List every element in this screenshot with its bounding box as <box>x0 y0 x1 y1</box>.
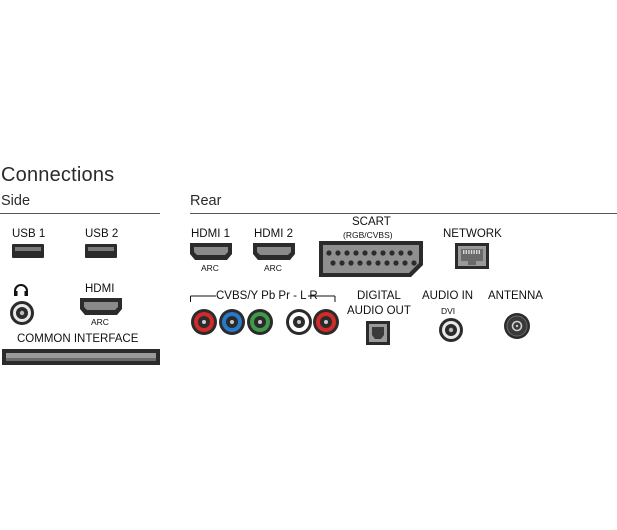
scart-pin <box>357 260 363 266</box>
scart-pin <box>380 250 386 256</box>
hdmi2-label: HDMI 2 <box>254 228 293 240</box>
scart-pin <box>362 250 368 256</box>
network-label: NETWORK <box>443 228 502 240</box>
audio-in-label: AUDIO IN <box>422 290 474 302</box>
audio-in-jack-icon <box>439 318 463 342</box>
rca-red-jack-icon <box>191 309 217 335</box>
digital-audio-out-label-line1: DIGITAL <box>357 290 401 302</box>
scart-pin <box>384 260 390 266</box>
scart-pin <box>407 250 413 256</box>
side-heading: Side <box>1 193 31 209</box>
rear-heading: Rear <box>190 193 222 209</box>
rear-divider <box>190 213 617 214</box>
scart-pin <box>348 260 354 266</box>
rca-blue-jack-icon <box>219 309 245 335</box>
scart-sub-label: (RGB/CVBS) <box>343 230 393 240</box>
hdmi1-label: HDMI 1 <box>191 228 230 240</box>
antenna-port-icon <box>504 313 530 339</box>
rca-white-jack-icon <box>286 309 312 335</box>
antenna-label: ANTENNA <box>488 290 543 302</box>
digital-audio-out-label-line2: AUDIO OUT <box>347 305 411 317</box>
common-interface-label: COMMON INTERFACE <box>17 333 139 345</box>
common-interface-slot-icon <box>2 349 160 365</box>
hdmi2-arc-label: ARC <box>264 263 282 273</box>
scart-pin <box>389 250 395 256</box>
scart-pin <box>353 250 359 256</box>
cvbs-label: CVBS/Y Pb Pr - L R <box>216 290 318 302</box>
side-divider <box>0 213 160 214</box>
scart-pin <box>398 250 404 256</box>
scart-pin <box>366 260 372 266</box>
cvbs-bracket <box>190 295 336 302</box>
usb2-label: USB 2 <box>85 228 119 240</box>
scart-port-icon <box>319 241 423 277</box>
hdmi1-port-icon <box>190 243 232 260</box>
optical-port-icon <box>366 321 390 345</box>
hdmi2-port-icon <box>253 243 295 260</box>
scart-pin <box>339 260 345 266</box>
page-title: Connections <box>1 164 115 186</box>
network-port-icon <box>455 243 489 269</box>
scart-label: SCART <box>352 216 391 228</box>
rca-jacks <box>191 309 339 335</box>
usb2-port-icon <box>85 244 117 258</box>
scart-pin <box>393 260 399 266</box>
scart-pin <box>330 260 336 266</box>
side-hdmi-port-icon <box>80 298 122 315</box>
hdmi1-arc-label: ARC <box>201 263 219 273</box>
scart-pin <box>411 260 417 266</box>
rca-red-audio-jack-icon <box>313 309 339 335</box>
scart-pin <box>326 250 332 256</box>
audio-in-dvi-label: DVI <box>441 306 456 316</box>
side-hdmi-label: HDMI <box>85 283 115 295</box>
usb1-label: USB 1 <box>12 228 46 240</box>
scart-pin <box>402 260 408 266</box>
headphone-jack-icon <box>10 301 34 325</box>
side-hdmi-arc-label: ARC <box>91 317 109 327</box>
scart-pin <box>335 250 341 256</box>
headphone-icon <box>14 284 28 296</box>
scart-pin <box>371 250 377 256</box>
scart-pin <box>344 250 350 256</box>
scart-pin <box>375 260 381 266</box>
rca-green-jack-icon <box>247 309 273 335</box>
usb1-port-icon <box>12 244 44 258</box>
